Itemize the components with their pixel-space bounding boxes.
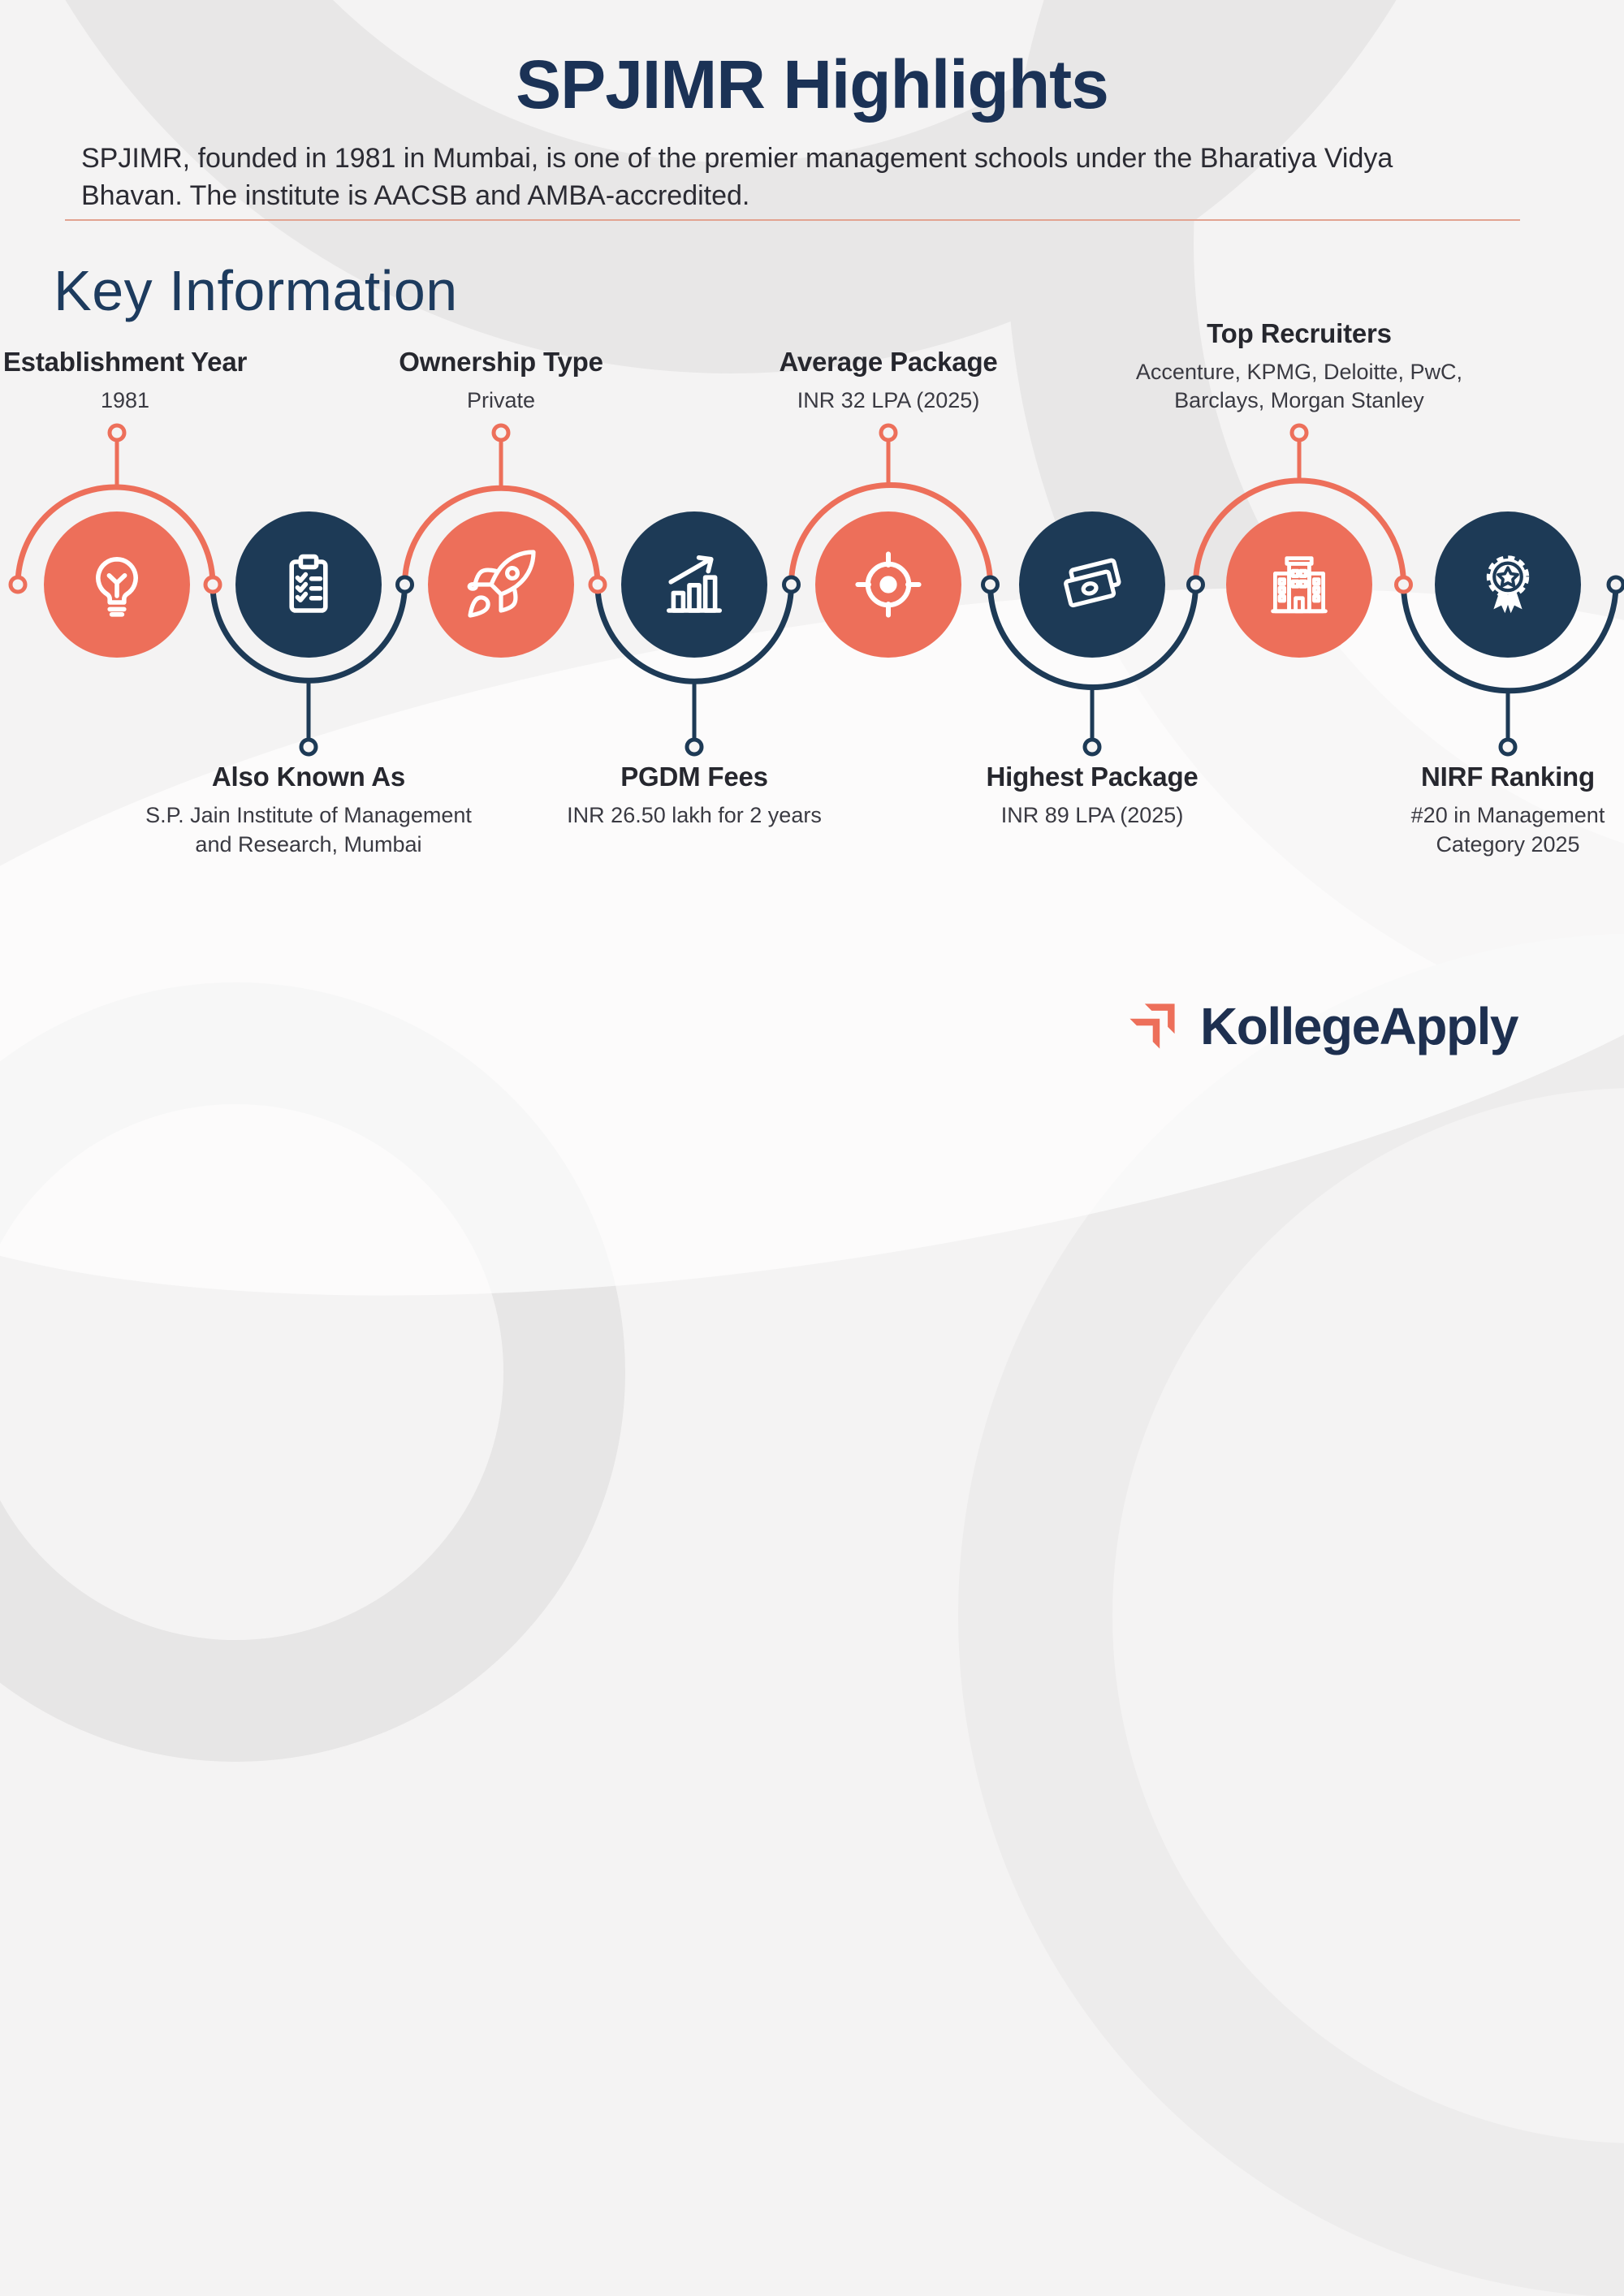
item-label-ownership-type: Ownership Type Private xyxy=(306,347,696,416)
item-title: Also Known As xyxy=(211,762,406,792)
stem-ring-1 xyxy=(107,423,127,442)
stem-ring-4 xyxy=(685,737,704,757)
item-label-top-recruiters: Top Recruiters Accenture, KPMG, Deloitte… xyxy=(1104,318,1494,416)
item-title: Highest Package xyxy=(986,762,1199,792)
item-label-nirf-ranking: NIRF Ranking #20 in Management Category … xyxy=(1313,762,1624,859)
item-label-establishment-year: Establishment Year 1981 xyxy=(0,347,320,416)
checklist-clipboard-icon xyxy=(289,554,328,613)
junction-ring-8 xyxy=(1606,575,1624,594)
item-value: Accenture, KPMG, Deloitte, PwC, xyxy=(1135,359,1463,384)
award-ribbon-icon xyxy=(1486,555,1530,614)
item-value: S.P. Jain Institute of Management xyxy=(145,803,472,827)
section-heading: Key Information xyxy=(54,259,458,322)
item-value: INR 89 LPA (2025) xyxy=(1000,803,1184,827)
rocket-icon xyxy=(467,550,536,618)
junction-ring-1 xyxy=(203,575,222,594)
item-title: NIRF Ranking xyxy=(1421,762,1595,792)
item-title: Average Package xyxy=(779,347,998,378)
item-title: Top Recruiters xyxy=(1207,317,1392,348)
kollegeapply-chevrons-icon xyxy=(1129,1003,1175,1049)
banknotes-icon xyxy=(1064,558,1121,608)
item-title: Ownership Type xyxy=(399,347,603,378)
target-icon xyxy=(855,551,922,618)
item-label-also-known-as: Also Known As S.P. Jain Institute of Man… xyxy=(114,762,503,859)
stem-ring-6 xyxy=(1082,737,1102,757)
node-circle-2 xyxy=(235,511,382,658)
item-value: #20 in Management xyxy=(1410,803,1605,827)
lightbulb-icon xyxy=(96,557,138,617)
stem-ring-5 xyxy=(879,423,898,442)
item-label-highest-package: Highest Package INR 89 LPA (2025) xyxy=(897,762,1287,831)
building-icon xyxy=(1271,556,1328,614)
stem-ring-7 xyxy=(1289,423,1309,442)
junction-ring-2 xyxy=(395,575,414,594)
junction-ring-7 xyxy=(1394,575,1413,594)
item-label-average-package: Average Package INR 32 LPA (2025) xyxy=(693,347,1083,416)
item-value: Private xyxy=(466,388,536,413)
stem-ring-2 xyxy=(299,737,318,757)
growth-chart-icon xyxy=(667,555,722,613)
item-label-pgdm-fees: PGDM Fees INR 26.50 lakh for 2 years xyxy=(499,762,889,831)
stem-ring-8 xyxy=(1498,737,1518,757)
logo-text: KollegeApply xyxy=(1200,997,1518,1055)
item-value-line2: Category 2025 xyxy=(1436,831,1580,857)
node-circle-3 xyxy=(428,511,574,658)
junction-ring-4 xyxy=(782,575,801,594)
junction-ring-6 xyxy=(1186,575,1205,594)
item-value: INR 26.50 lakh for 2 years xyxy=(567,803,822,827)
junction-ring-0 xyxy=(8,575,28,594)
stem-ring-3 xyxy=(491,423,511,442)
page-title: SPJIMR Highlights xyxy=(516,46,1109,123)
junction-ring-3 xyxy=(588,575,607,594)
item-value-line2: Barclays, Morgan Stanley xyxy=(1174,388,1424,413)
item-value: 1981 xyxy=(100,388,150,413)
arc-over-5 xyxy=(788,482,993,588)
item-value: INR 32 LPA (2025) xyxy=(797,388,980,413)
item-title: PGDM Fees xyxy=(620,762,768,792)
divider-line xyxy=(65,219,1520,221)
item-title: Establishment Year xyxy=(2,347,248,378)
item-value-line2: and Research, Mumbai xyxy=(195,831,422,857)
kollegeapply-logo: KollegeApply xyxy=(1122,992,1518,1060)
page-subtitle: SPJIMR, founded in 1981 in Mumbai, is on… xyxy=(81,143,1393,212)
junction-ring-5 xyxy=(981,575,1000,594)
